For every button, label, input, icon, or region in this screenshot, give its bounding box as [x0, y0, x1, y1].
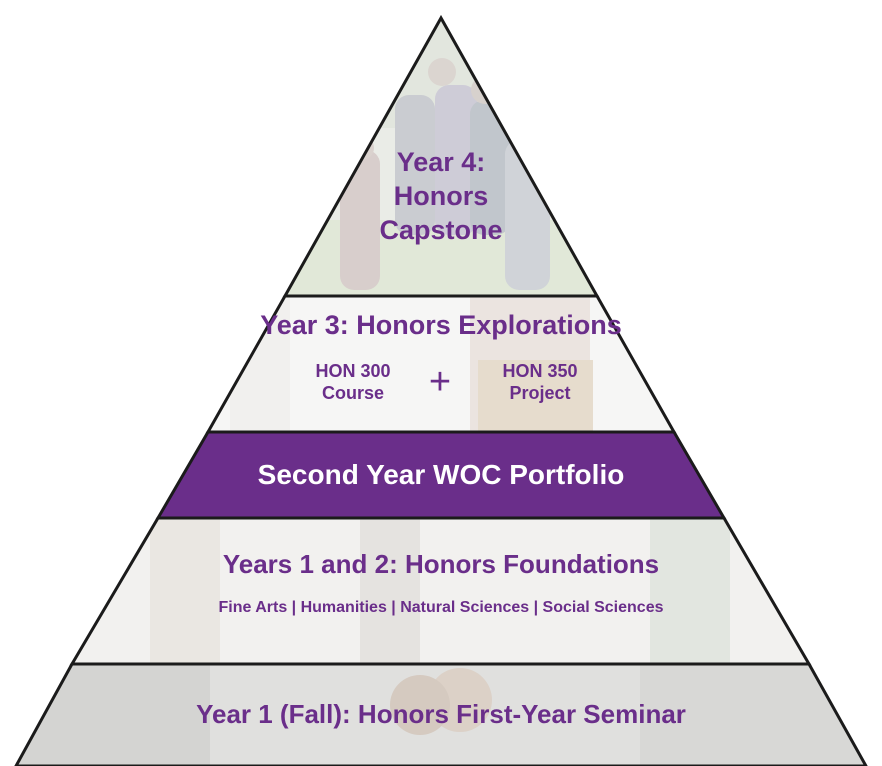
- hon-350-project-label: HON 350 Project: [470, 360, 610, 404]
- capstone-line-1: Year 4:: [396, 147, 486, 177]
- foundations-photo-tier: [72, 518, 809, 664]
- explorations-photo-tier: [208, 296, 674, 432]
- explorations-title: Year 3: Honors Explorations: [260, 310, 622, 340]
- hon-300-course-label: HON 300 Course: [283, 360, 423, 404]
- capstone-line-2: Honors: [393, 181, 489, 211]
- foundations-subtitle: Fine Arts | Humanities | Natural Science…: [218, 599, 664, 616]
- foundations-title: Years 1 and 2: Honors Foundations: [222, 549, 660, 579]
- hon-350-type: Project: [509, 383, 571, 403]
- plus-sign: +: [428, 361, 452, 403]
- seminar-tier-outline: [14, 662, 868, 766]
- hon-300-code: HON 300: [315, 361, 391, 381]
- hon-300-type: Course: [321, 383, 384, 403]
- portfolio-title: Second Year WOC Portfolio: [257, 459, 625, 490]
- capstone-line-3: Capstone: [379, 215, 503, 245]
- seminar-title: Year 1 (Fall): Honors First-Year Seminar: [196, 699, 686, 729]
- hon-350-code: HON 350: [502, 361, 578, 381]
- capstone-label: Year 4: Honors Capstone: [341, 145, 541, 247]
